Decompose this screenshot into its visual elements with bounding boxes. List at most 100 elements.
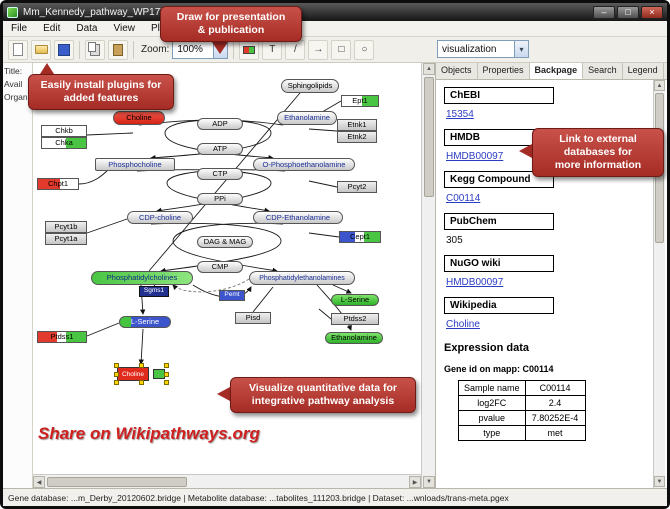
node-ethanolamine-bottom[interactable]: Ethanolamine: [325, 332, 383, 344]
tab-properties[interactable]: Properties: [477, 63, 530, 79]
menu-file[interactable]: File: [11, 23, 28, 34]
callout-pointer: [217, 387, 230, 401]
close-button[interactable]: ×: [641, 5, 663, 19]
scroll-down-icon[interactable]: ▼: [423, 476, 435, 488]
selection-handle[interactable]: [114, 372, 119, 377]
title-bar[interactable]: Mm_Kennedy_pathway_WP1771_45176.gpml – □…: [3, 3, 667, 21]
selection-handle[interactable]: [114, 363, 119, 368]
hmdb-link[interactable]: HMDB00097: [446, 151, 504, 162]
save-button[interactable]: [54, 39, 74, 60]
node-selected-choline[interactable]: Choline: [114, 363, 169, 385]
node-chpt1[interactable]: Chpt1: [37, 178, 79, 190]
kegg-link[interactable]: C00114: [446, 193, 481, 204]
tab-legend[interactable]: Legend: [622, 63, 664, 79]
scroll-thumb[interactable]: [47, 477, 187, 487]
datanode-tool-button[interactable]: [239, 39, 260, 60]
callout-pointer: [40, 63, 54, 74]
wikipedia-link[interactable]: Choline: [446, 319, 480, 330]
maximize-button[interactable]: □: [617, 5, 639, 19]
menu-view[interactable]: View: [113, 23, 135, 34]
selection-handle[interactable]: [139, 363, 144, 368]
table-cell: C00114: [524, 380, 586, 396]
nugo-link[interactable]: HMDB00097: [446, 277, 504, 288]
chebi-link[interactable]: 15354: [446, 109, 474, 120]
node-phosphatidylcholines[interactable]: Phosphatidylcholines: [91, 271, 193, 285]
copy-button[interactable]: [85, 39, 105, 60]
selection-handle[interactable]: [164, 372, 169, 377]
menu-edit[interactable]: Edit: [43, 23, 61, 34]
label-tool-button[interactable]: T: [262, 39, 283, 60]
node-l-serine-left[interactable]: L-Serine: [119, 316, 171, 328]
table-cell: Sample name: [458, 380, 526, 396]
minimize-button[interactable]: –: [593, 5, 615, 19]
zoom-value: 100%: [177, 44, 203, 55]
node-adp[interactable]: ADP: [197, 118, 243, 130]
nugo-header: NuGO wiki: [444, 255, 554, 272]
open-button[interactable]: [31, 39, 51, 60]
scroll-up-icon[interactable]: ▲: [654, 80, 665, 91]
chevron-down-icon[interactable]: ▾: [514, 41, 528, 57]
scroll-down-icon[interactable]: ▼: [654, 476, 665, 487]
gene-id-line: Gene id on mapp: C00114: [444, 364, 554, 374]
callout-draw-presentation: Draw for presentation & publication: [160, 6, 302, 42]
node-ppi[interactable]: PPi: [197, 193, 243, 205]
node-choline[interactable]: Choline: [113, 111, 165, 125]
node-dag-mag[interactable]: DAG & MAG: [197, 236, 253, 248]
node-sgms1[interactable]: Sgms1: [139, 286, 169, 297]
scroll-right-icon[interactable]: ▶: [409, 476, 421, 488]
node-o-phosphoethanolamine[interactable]: O-Phosphoethanolamine: [253, 158, 355, 171]
callout-text: databases for: [563, 146, 633, 158]
node-atp[interactable]: ATP: [197, 143, 243, 155]
node-ethanolamine[interactable]: Ethanolamine: [277, 111, 337, 125]
selection-handle[interactable]: [114, 380, 119, 385]
node-ptdss1[interactable]: Ptdss1: [37, 331, 87, 343]
node-pisd[interactable]: Pisd: [235, 312, 271, 324]
scroll-left-icon[interactable]: ◀: [33, 476, 45, 488]
table-cell: 7.80252E-4: [524, 410, 586, 426]
paste-button[interactable]: [108, 39, 128, 60]
node-etnk2[interactable]: Etnk2: [337, 131, 377, 143]
chebi-header: ChEBI: [444, 87, 554, 104]
selection-handle[interactable]: [139, 380, 144, 385]
app-icon: [7, 6, 18, 18]
node-cdp-choline[interactable]: CDP-choline: [127, 211, 193, 224]
tab-objects[interactable]: Objects: [436, 63, 478, 79]
node-phosphatidylethanolamines[interactable]: Phosphatidylethanolamines: [249, 271, 355, 285]
selection-handle[interactable]: [164, 363, 169, 368]
node-cmp[interactable]: CMP: [197, 261, 243, 273]
node-ptdss2[interactable]: Ptdss2: [331, 313, 379, 325]
new-file-button[interactable]: [8, 39, 28, 60]
node-chkb[interactable]: Chkb: [41, 125, 87, 137]
node-pcyt2[interactable]: Pcyt2: [337, 181, 377, 193]
node-cept1[interactable]: Cept1: [339, 231, 381, 243]
node-cdp-ethanolamine[interactable]: CDP-Ethanolamine: [253, 211, 343, 224]
scroll-up-icon[interactable]: ▲: [423, 63, 435, 75]
toolbar: Zoom: 100% ▾ T / → □ ○: [3, 37, 667, 63]
node-pcyt1b[interactable]: Pcyt1b: [45, 221, 87, 233]
node-sphingolipids[interactable]: Sphingolipids: [281, 79, 339, 93]
table-cell: pvalue: [458, 410, 526, 426]
datanode-icon: [243, 45, 256, 54]
node-ctp[interactable]: CTP: [197, 168, 243, 180]
rectangle-tool-button[interactable]: □: [331, 39, 352, 60]
node-chka[interactable]: Chka: [41, 137, 87, 149]
line-tool-button[interactable]: /: [285, 39, 306, 60]
tab-search[interactable]: Search: [583, 63, 623, 79]
canvas-horizontal-scrollbar[interactable]: ◀ ▶: [33, 474, 421, 488]
node-etnk1[interactable]: Etnk1: [337, 119, 377, 131]
node-pcyt1a[interactable]: Pcyt1a: [45, 233, 87, 245]
node-phosphocholine[interactable]: Phosphocholine: [95, 158, 175, 171]
arrow-tool-button[interactable]: →: [308, 39, 329, 60]
node-pemt[interactable]: Pemt: [219, 290, 245, 301]
menu-data[interactable]: Data: [76, 23, 98, 34]
node-l-serine-right[interactable]: L-Serine: [331, 294, 379, 306]
canvas-vertical-scrollbar[interactable]: ▲ ▼: [421, 63, 435, 488]
tab-backpage[interactable]: Backpage: [529, 63, 584, 79]
ellipse-tool-button[interactable]: ○: [354, 39, 375, 60]
selected-node-box[interactable]: Choline: [117, 367, 149, 381]
visualization-select[interactable]: visualization ▾: [437, 40, 529, 58]
selection-handle[interactable]: [164, 380, 169, 385]
scroll-thumb[interactable]: [424, 77, 434, 197]
node-ept1[interactable]: Ept1: [341, 95, 379, 107]
